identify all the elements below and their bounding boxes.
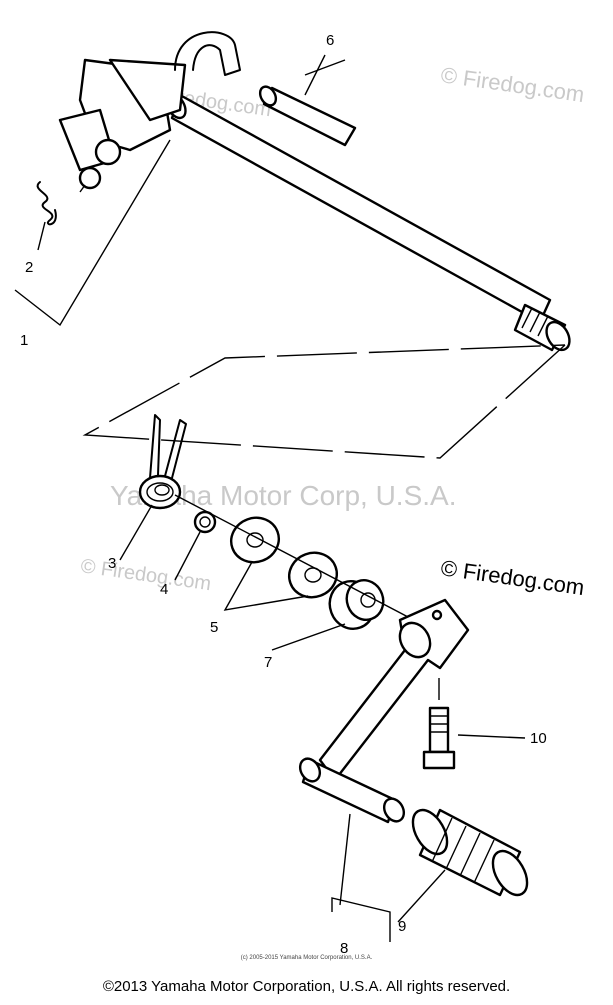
callout-9: 9 <box>398 918 406 935</box>
callout-8: 8 <box>340 940 348 957</box>
leader-10 <box>457 734 526 739</box>
leader-8b <box>339 813 351 906</box>
leader-4 <box>174 531 201 581</box>
shift-pedal-8 <box>298 598 470 824</box>
pedal-rubber-9 <box>411 808 529 897</box>
copyright-notice: ©2013 Yamaha Motor Corporation, U.S.A. A… <box>102 978 511 995</box>
watermark-firedog-mid-right: © Firedog.com <box>439 555 586 600</box>
washer-5a <box>230 516 280 564</box>
callout-10: 10 <box>530 730 547 747</box>
spring-2 <box>36 181 57 226</box>
leader-7 <box>271 623 346 651</box>
circlip-4 <box>193 510 217 534</box>
watermark-firedog-top: © Firedog.com <box>439 62 586 107</box>
callout-4: 4 <box>160 581 168 598</box>
assembly-plane-line <box>14 139 171 327</box>
callout-3: 3 <box>108 555 116 572</box>
callout-5: 5 <box>210 619 218 636</box>
callout-6: 6 <box>326 32 334 49</box>
bolt-10 <box>422 678 456 770</box>
small-credit: (c) 2005-2015 Yamaha Motor Corporation, … <box>240 955 373 961</box>
leader-9 <box>397 869 446 923</box>
watermark-firedog-mid-left: © Firedog.com <box>79 555 212 595</box>
callout-7: 7 <box>264 654 272 671</box>
leader-8 <box>331 897 391 942</box>
leader-3 <box>119 504 153 561</box>
leader-2 <box>37 221 46 251</box>
callout-1: 1 <box>20 332 28 349</box>
leader-5 <box>223 561 309 611</box>
leader-6 <box>304 54 326 96</box>
callout-2: 2 <box>25 259 33 276</box>
shift-shaft-assembly <box>58 31 571 352</box>
return-spring-3 <box>138 414 187 510</box>
pin-6 <box>258 59 357 147</box>
